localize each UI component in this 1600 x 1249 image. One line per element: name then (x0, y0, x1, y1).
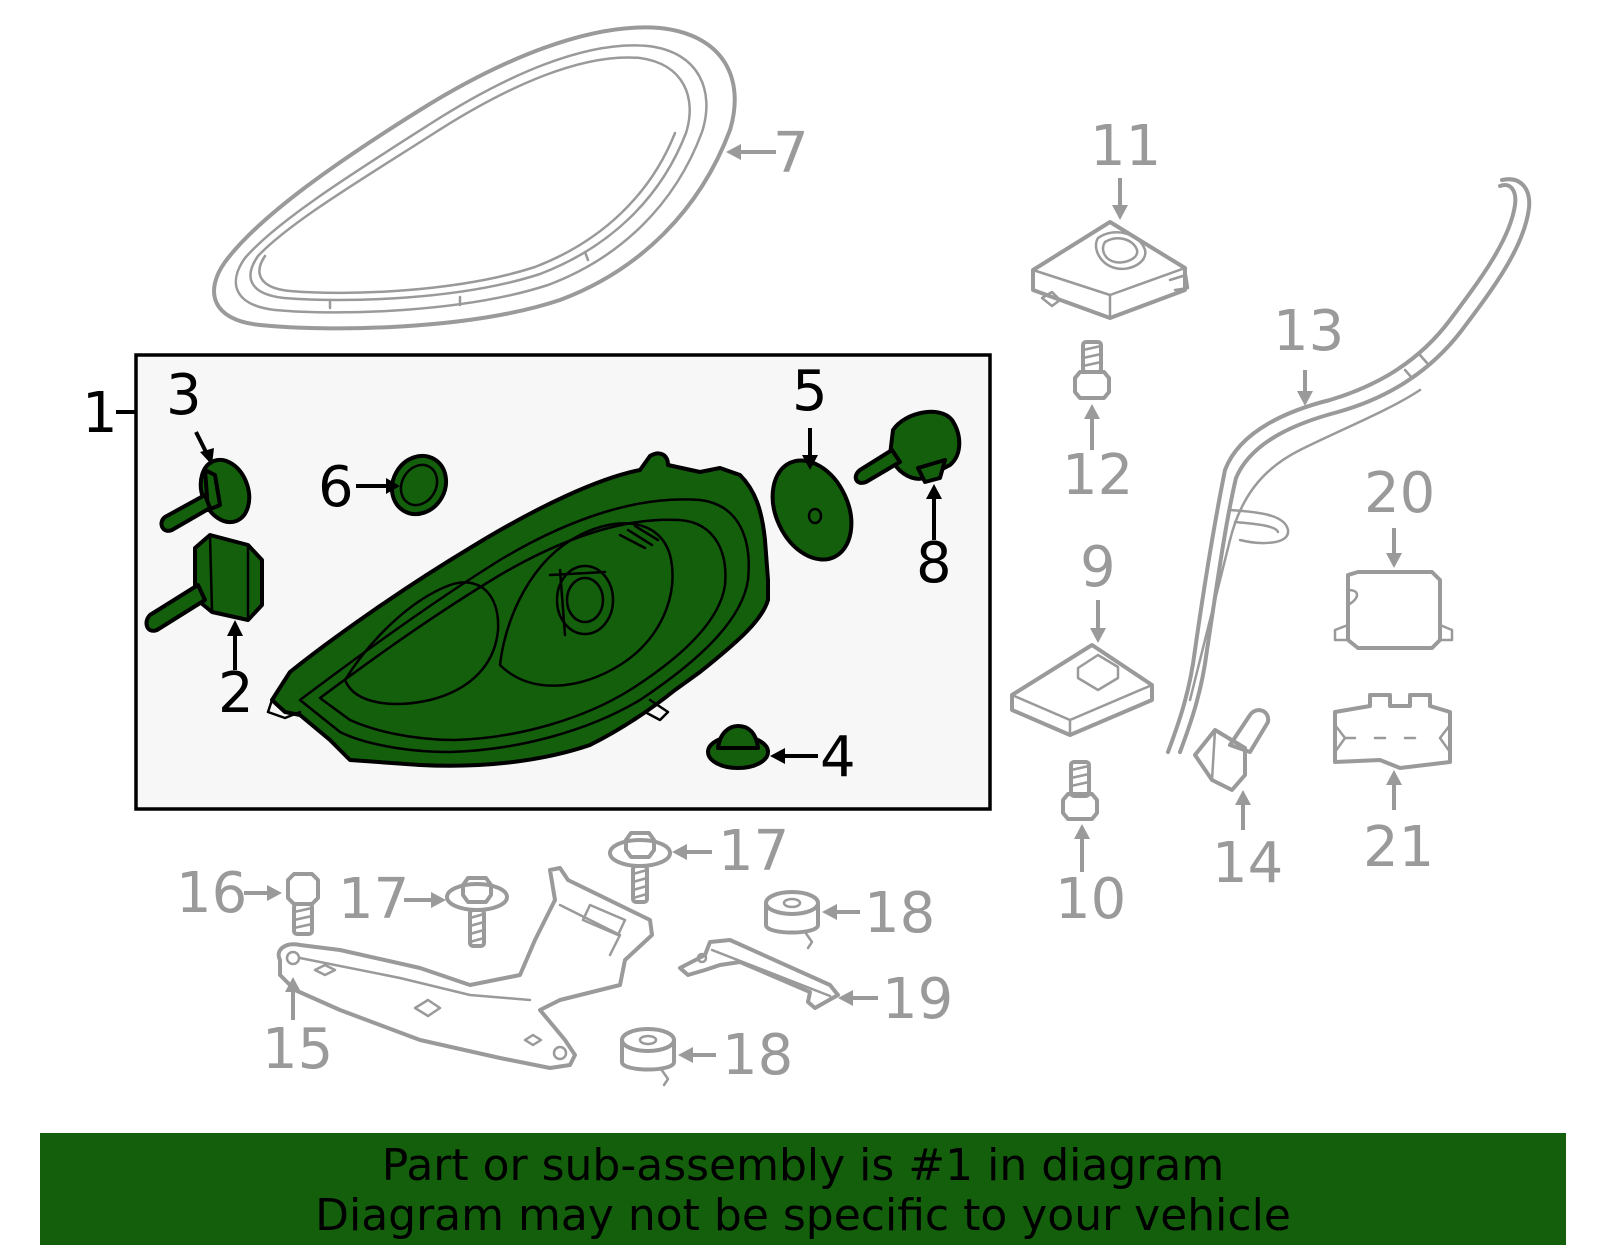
banner-line-2: Diagram may not be specific to your vehi… (315, 1190, 1291, 1241)
leader-lines (116, 144, 1402, 1063)
callout-13: 13 (1273, 299, 1344, 364)
callout-7: 7 (773, 121, 809, 186)
part-11-ballast (1031, 220, 1190, 320)
part-17b-bolt (608, 831, 672, 904)
part-16-bolt (286, 872, 320, 936)
part-7-gasket (212, 25, 737, 331)
part-15-bracket (276, 866, 654, 1070)
part-20-module (1333, 570, 1454, 650)
callout-17b: 17 (718, 819, 789, 884)
callout-17a: 17 (338, 867, 409, 932)
callout-16: 16 (176, 861, 247, 926)
part-3-bulb (159, 457, 252, 533)
part-13-harness (1166, 177, 1532, 754)
callout-14: 14 (1212, 831, 1283, 896)
callout-21: 21 (1363, 815, 1434, 880)
callout-2: 2 (218, 661, 254, 726)
part-4-grommet (706, 724, 770, 770)
part-19-bracket (678, 938, 840, 1010)
callout-18a: 18 (864, 881, 935, 946)
callout-20: 20 (1364, 461, 1435, 526)
callout-labels: 1 2 3 4 5 6 7 8 9 10 11 12 13 14 15 16 1… (82, 114, 1435, 1088)
part-12-bolt (1073, 340, 1111, 400)
callout-6: 6 (318, 455, 354, 520)
callout-1: 1 (82, 381, 118, 446)
callout-11: 11 (1090, 114, 1161, 179)
part-18a-nut (764, 890, 820, 950)
part-5-cover (770, 458, 854, 562)
callout-12: 12 (1062, 443, 1133, 508)
part-9-module (1010, 643, 1154, 737)
part-8-socket (853, 409, 962, 485)
callout-3: 3 (166, 363, 202, 428)
callout-5: 5 (792, 359, 828, 424)
info-banner: Part or sub-assembly is #1 in diagram Di… (40, 1133, 1566, 1245)
banner-line-1: Part or sub-assembly is #1 in diagram (381, 1140, 1225, 1191)
part-6-cap (389, 453, 449, 517)
part-2-bulb-socket (144, 533, 264, 633)
callout-19: 19 (882, 967, 953, 1032)
part-1-headlamp (266, 451, 770, 768)
callout-4: 4 (820, 725, 856, 790)
part-18b-nut (620, 1027, 676, 1087)
callout-15: 15 (262, 1017, 333, 1082)
callout-10: 10 (1055, 867, 1126, 932)
callout-9: 9 (1080, 535, 1116, 600)
part-17a-bolt (445, 876, 509, 948)
part-10-bolt (1061, 760, 1099, 821)
callout-8: 8 (916, 531, 952, 596)
part-21-module (1333, 693, 1452, 770)
part-14-connector (1193, 708, 1271, 792)
callout-18b: 18 (722, 1023, 793, 1088)
